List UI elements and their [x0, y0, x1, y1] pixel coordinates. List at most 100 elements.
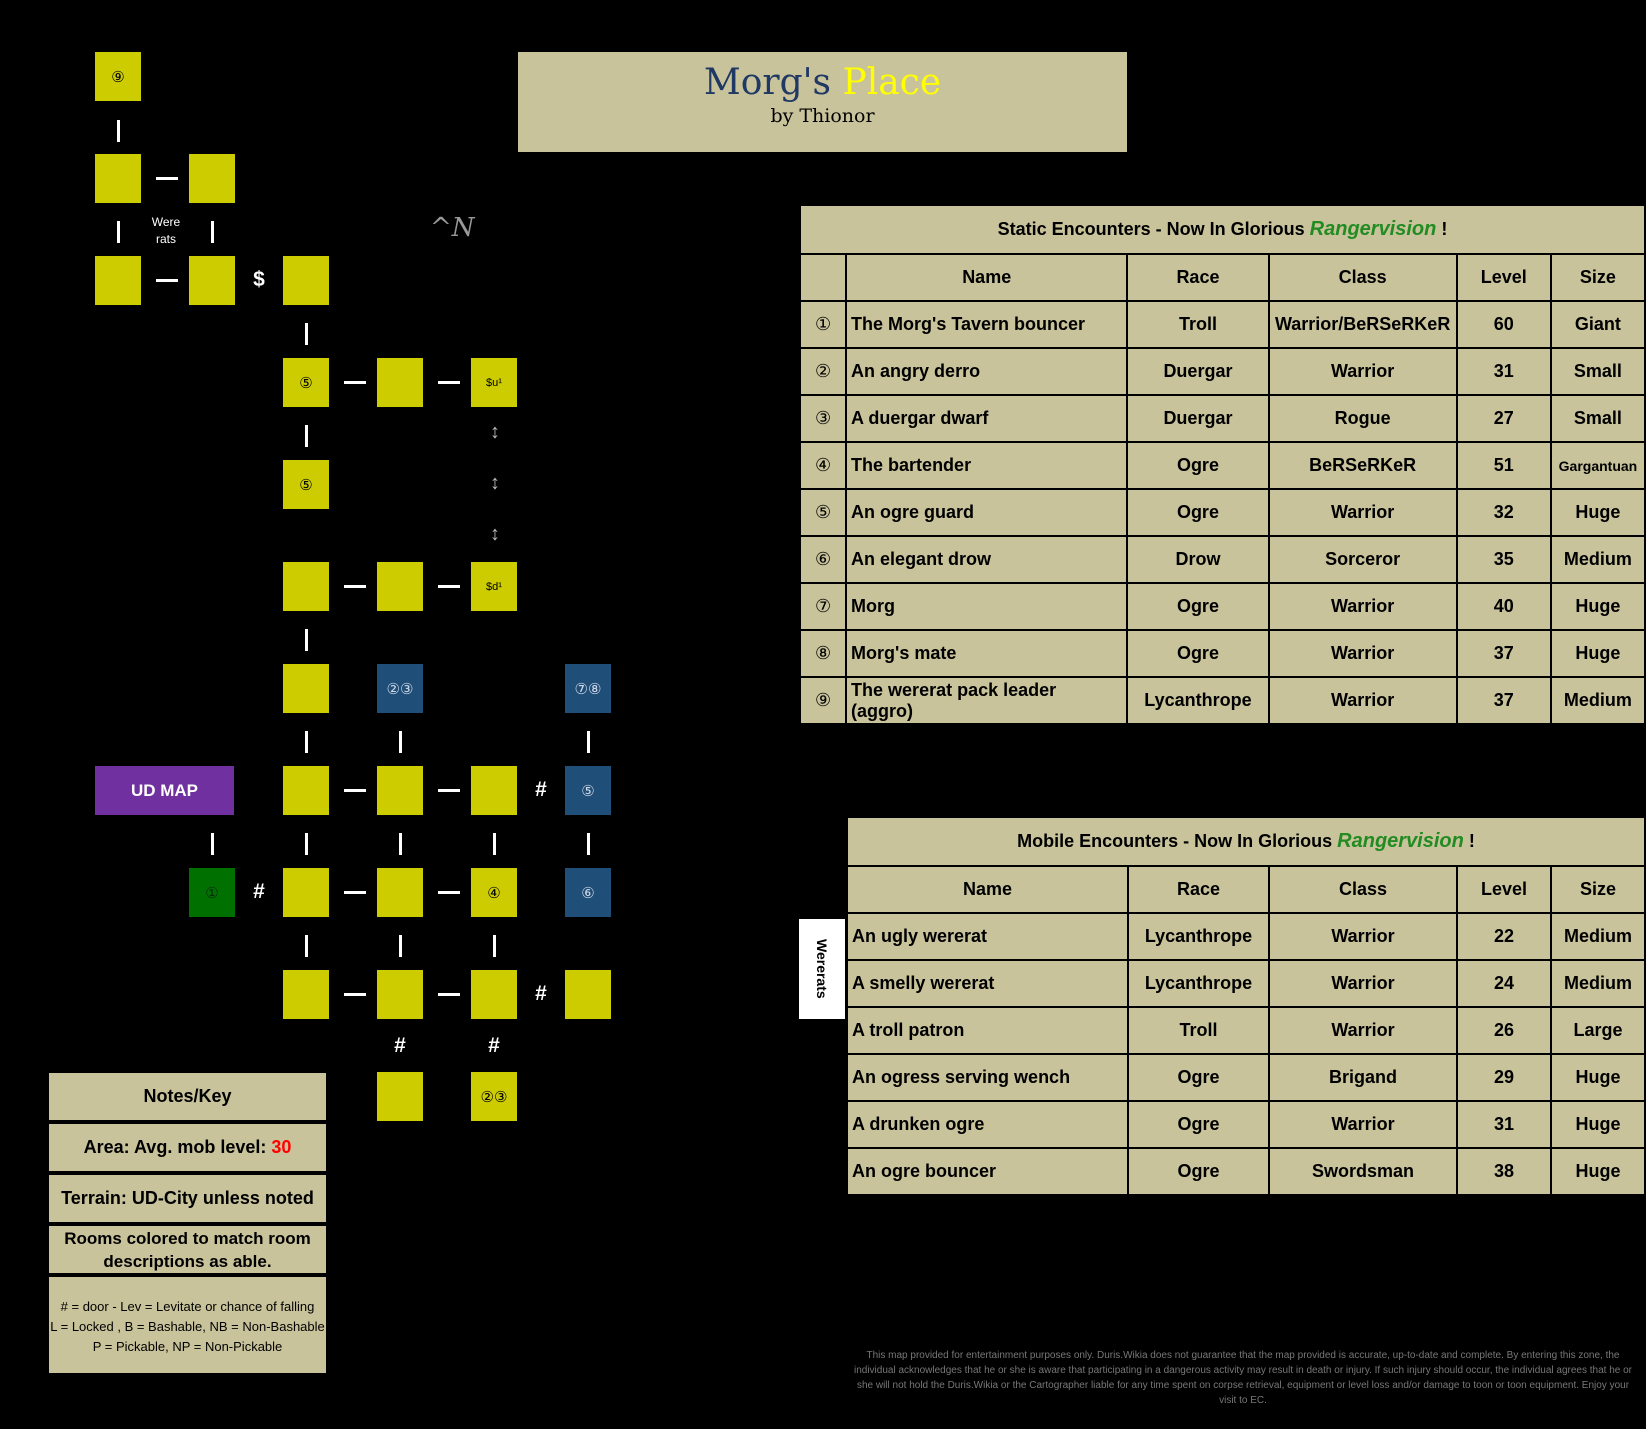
map-connector — [438, 891, 460, 894]
cell-size: Huge — [1550, 1053, 1646, 1102]
key-line: P = Pickable, NP = Non-Pickable — [92, 1339, 283, 1354]
map-connector — [305, 731, 308, 753]
cell-race: Ogre — [1126, 488, 1270, 537]
map-room — [283, 868, 329, 917]
map-room — [471, 766, 517, 815]
map-room-shop-up: $u¹ — [471, 358, 517, 407]
map-connector — [305, 935, 308, 957]
door-symbol: # — [535, 982, 547, 1005]
cell-class: Warrior — [1268, 912, 1458, 961]
header-class: Class — [1268, 865, 1458, 914]
map-connector — [344, 789, 366, 792]
map-room-derro-duergar: ②③ — [471, 1072, 517, 1121]
static-caption: Static Encounters - Now In Glorious Rang… — [799, 204, 1646, 255]
map-room-ogre-guard: ⑤ — [283, 358, 329, 407]
cell-class: BeRSeRKeR — [1267, 441, 1458, 490]
map-title: Morg's Place — [518, 62, 1127, 103]
cell-level: 24 — [1456, 959, 1552, 1008]
map-connector — [305, 323, 308, 345]
map-room-bouncer: ① — [189, 868, 235, 917]
map-connector — [438, 993, 460, 996]
notes-area: Area: Avg. mob level: 30 — [47, 1122, 328, 1173]
cell-class: Warrior — [1268, 959, 1458, 1008]
map-room — [377, 766, 423, 815]
cell-size: Huge — [1549, 629, 1646, 678]
map-connector — [438, 585, 460, 588]
avg-level-value: 30 — [271, 1137, 292, 1157]
map-connector — [587, 833, 590, 855]
cell-name: A troll patron — [846, 1006, 1129, 1055]
cell-name: A smelly wererat — [846, 959, 1129, 1008]
cell-num: ③ — [798, 394, 848, 443]
map-room-ogre-guard: ⑤ — [565, 766, 611, 815]
shop-symbol: $ — [253, 268, 265, 291]
cell-level: 37 — [1455, 629, 1552, 678]
cell-level: 29 — [1456, 1053, 1552, 1102]
cell-num: ⑤ — [798, 488, 848, 537]
cell-race: Duergar — [1126, 347, 1270, 396]
cell-class: Warrior — [1267, 582, 1458, 631]
ud-map-link[interactable]: UD MAP — [95, 766, 234, 815]
header-class: Class — [1267, 253, 1458, 302]
cell-race: Drow — [1126, 535, 1270, 584]
header-name: Name — [846, 865, 1129, 914]
title-part2: Place — [842, 62, 942, 103]
cell-size: Huge — [1549, 488, 1646, 537]
door-symbol: # — [488, 1034, 500, 1057]
cell-class: Brigand — [1268, 1053, 1458, 1102]
cell-level: 35 — [1455, 535, 1552, 584]
map-connector — [493, 833, 496, 855]
cell-level: 27 — [1455, 394, 1552, 443]
cell-level: 31 — [1455, 347, 1552, 396]
compass-north: ^N — [430, 213, 475, 243]
cell-name: Morg — [845, 582, 1129, 631]
notes-rooms: Rooms colored to match room descriptions… — [47, 1224, 328, 1275]
map-room — [283, 664, 329, 713]
cell-size: Large — [1550, 1006, 1646, 1055]
map-connector — [305, 629, 308, 651]
map-connector — [211, 833, 214, 855]
cell-name: A drunken ogre — [846, 1100, 1129, 1149]
cell-size: Medium — [1550, 912, 1646, 961]
cell-class: Rogue — [1267, 394, 1458, 443]
map-connector — [399, 935, 402, 957]
cell-name: An ogre guard — [845, 488, 1129, 537]
map-connector — [156, 279, 178, 282]
map-connector — [344, 993, 366, 996]
cell-level: 51 — [1455, 441, 1552, 490]
cell-class: Warrior — [1267, 629, 1458, 678]
wererats-group-label: Wererats — [799, 919, 845, 1019]
cell-level: 26 — [1456, 1006, 1552, 1055]
cell-class: Sorceror — [1267, 535, 1458, 584]
map-room — [565, 970, 611, 1019]
door-symbol: # — [394, 1034, 406, 1057]
title-part1: Morg's — [703, 62, 832, 103]
cell-race: Ogre — [1127, 1147, 1270, 1196]
cell-race: Lycanthrope — [1126, 676, 1270, 725]
cell-level: 37 — [1455, 676, 1552, 725]
map-room — [377, 1072, 423, 1121]
cell-name: A duergar dwarf — [845, 394, 1129, 443]
cell-race: Troll — [1127, 1006, 1270, 1055]
map-room — [283, 256, 329, 305]
map-room — [377, 562, 423, 611]
key-line: # = door - Lev = Levitate or chance of f… — [60, 1299, 315, 1314]
disclaimer: This map provided for entertainment purp… — [853, 1350, 1633, 1406]
map-connector — [344, 891, 366, 894]
cell-num: ⑥ — [798, 535, 848, 584]
cell-size: Giant — [1549, 300, 1646, 349]
map-room — [377, 358, 423, 407]
map-room — [283, 970, 329, 1019]
map-room — [471, 970, 517, 1019]
cell-class: Swordsman — [1268, 1147, 1458, 1196]
notes-title: Notes/Key — [47, 1071, 328, 1122]
cell-size: Small — [1549, 347, 1646, 396]
updown-arrow: ↕ — [490, 523, 500, 545]
map-connector — [438, 789, 460, 792]
key-line: L = Locked , B = Bashable, NB = Non-Bash… — [50, 1319, 325, 1334]
rangervision-label: Rangervision — [1309, 218, 1437, 240]
